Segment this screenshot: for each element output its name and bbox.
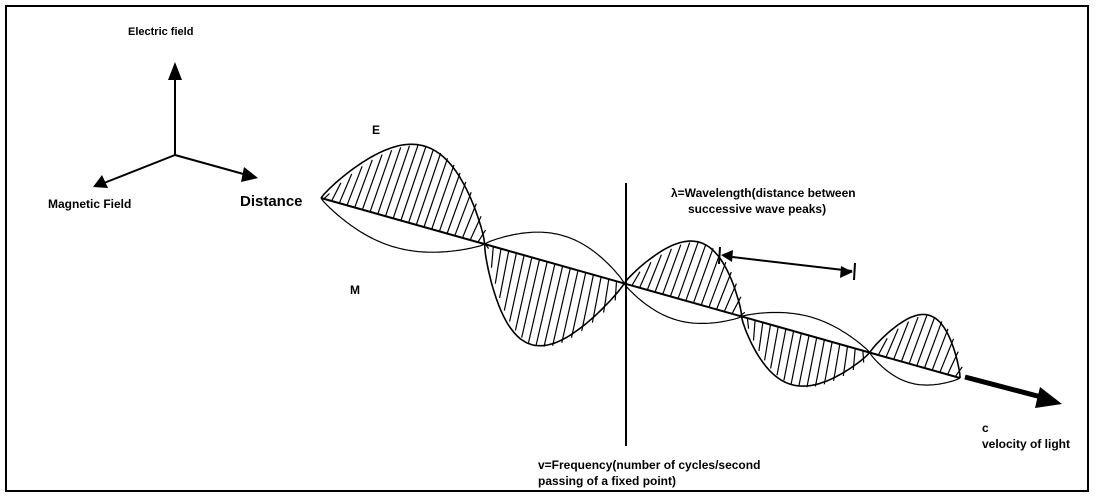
wave-hatch-line — [701, 254, 720, 305]
wave-hatch-line — [901, 317, 918, 361]
wavelength-arrow-line — [724, 256, 852, 271]
wavelength-left-arrowhead — [721, 250, 733, 262]
wave-hatch-line — [909, 316, 927, 364]
wavelength-right-arrowhead — [840, 266, 853, 278]
wave-hatch-line — [572, 273, 586, 338]
wavelength-right-bar — [854, 263, 855, 280]
velocity-label: velocity of light — [982, 437, 1070, 451]
wave-hatch-line — [455, 192, 471, 236]
magnetic-field-label: Magnetic Field — [48, 197, 131, 211]
wave-hatch-line — [784, 331, 794, 380]
axes-diagram — [93, 62, 258, 188]
wave-hatch-line — [917, 317, 935, 366]
wave-hatch-line — [932, 329, 948, 370]
wavelength-measure — [719, 247, 855, 280]
distance-axis — [175, 155, 247, 175]
wave-hatch-line — [515, 257, 531, 330]
wave-hatch-line — [765, 325, 771, 361]
electric-wave-label: E — [372, 123, 380, 137]
wave-hatch-line — [799, 336, 809, 387]
wave-hatch-line — [670, 243, 689, 297]
velocity-arrow — [965, 377, 1062, 408]
wavelength-label-line1: λ=Wavelength(distance between — [671, 186, 856, 200]
wave-hatch-line — [492, 247, 494, 268]
wavelength-left-bar — [719, 247, 720, 264]
electric-field-label: Electric field — [128, 26, 193, 39]
wave-hatch-line — [754, 320, 756, 340]
wave-hatch-line — [663, 245, 681, 295]
wave-hatch-line — [447, 182, 466, 234]
wave-hatch-line — [686, 244, 706, 301]
distance-label: Distance — [240, 193, 303, 211]
wave-hatch-line — [510, 255, 524, 321]
wave-hatch-line — [536, 264, 555, 346]
magnetic-wave-label: M — [350, 283, 360, 297]
frequency-label-line2: passing of a fixed point) — [538, 474, 676, 488]
wave-hatch-line — [544, 266, 563, 347]
wave-hatch-line — [824, 342, 832, 384]
distance-arrowhead — [241, 167, 258, 182]
wave-hatch-line — [791, 333, 801, 384]
wave-hatch-line — [592, 277, 601, 323]
wave-hatch-line — [759, 323, 763, 352]
wave-hatch-line — [432, 165, 454, 229]
wave-hatch-line — [717, 272, 732, 309]
wavelength-label-line2: successive wave peaks) — [688, 202, 826, 216]
wave-hatch-line — [522, 260, 540, 338]
wave-hatch-line — [529, 262, 548, 343]
frequency-label-line1: v=Frequency(number of cycles/second — [538, 458, 760, 472]
wave-hatch-line — [948, 352, 959, 375]
wave-hatch-line — [807, 338, 817, 388]
wave-hatch-line — [709, 262, 726, 307]
em-wave — [321, 144, 962, 387]
wave-hatch-line — [495, 249, 501, 284]
wave-hatch-line — [694, 248, 714, 303]
wave-hatch-line — [815, 340, 824, 387]
wave-hatch-line — [615, 281, 616, 300]
wave-hatch-line — [863, 351, 864, 363]
wave-hatch-line — [500, 251, 509, 298]
velocity-arrowhead — [1035, 387, 1062, 408]
electric-field-arrowhead — [168, 62, 182, 80]
wave-hatch-line — [439, 173, 460, 232]
wave-hatch-line — [362, 154, 382, 209]
wave-hatch-line — [747, 318, 748, 329]
velocity-arrow-line — [965, 377, 1045, 398]
wave-hatch-line — [771, 327, 779, 369]
magnetic-field-axis — [104, 155, 175, 183]
velocity-symbol-label: c — [982, 421, 989, 435]
electric-wave-outline — [321, 144, 960, 386]
wave-hatch-line — [553, 268, 571, 346]
wave-hatch-line — [355, 160, 373, 208]
wave-hatch-line — [925, 321, 942, 368]
propagation-axis — [321, 198, 960, 378]
wave-hatch-line — [777, 329, 786, 375]
wave-hatch-line — [678, 242, 698, 298]
wave-hatch-line — [655, 249, 671, 292]
